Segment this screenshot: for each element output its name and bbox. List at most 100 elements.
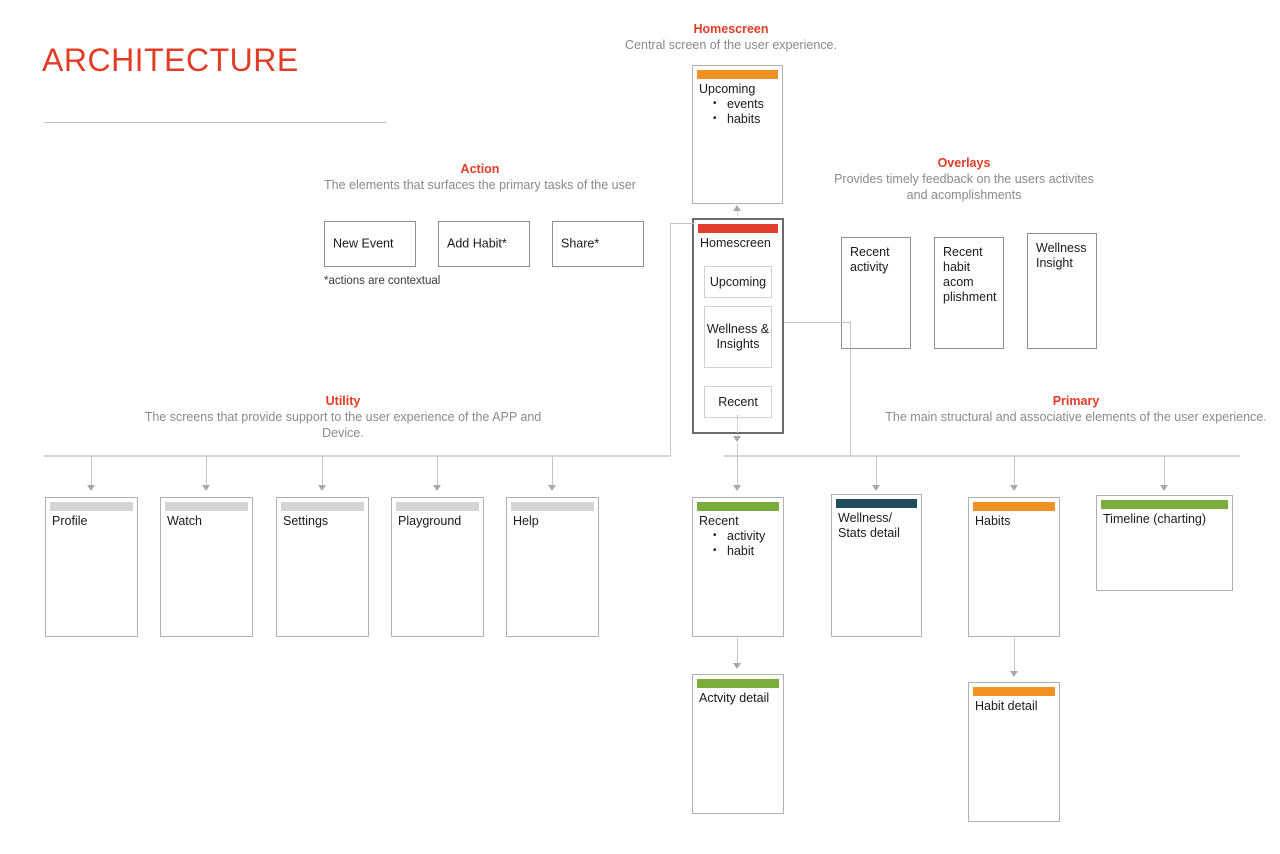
card-recent[interactable]: Recent activity habit — [692, 497, 784, 637]
card-title-watch: Watch — [167, 514, 202, 528]
card-bullets-upcoming: events habits — [699, 96, 778, 127]
connector-homescreen-to-upcoming — [737, 206, 738, 216]
card-title-upcoming: Upcoming — [699, 82, 756, 96]
card-playground[interactable]: Playground — [391, 497, 484, 637]
arrow-down-icon — [872, 485, 880, 491]
overlay-label: Recent habit acom plishment — [943, 245, 997, 304]
arrow-down-icon — [433, 485, 441, 491]
arrow-down-icon — [202, 485, 210, 491]
card-activity-detail[interactable]: Actvity detail — [692, 674, 784, 814]
overlay-box-wellness-insight[interactable]: Wellness Insight — [1027, 233, 1097, 349]
card-title-playground: Playground — [398, 514, 462, 528]
section-desc-homescreen: Central screen of the user experience. — [625, 38, 837, 52]
card-header-bar-red — [698, 224, 778, 233]
connector-homescreen-left-v — [670, 223, 671, 455]
section-desc-utility-line1: The screens that provide support to the … — [144, 410, 542, 424]
list-item: habit — [713, 543, 779, 559]
action-box-new-event[interactable]: New Event — [324, 221, 416, 267]
arrow-down-icon — [1010, 485, 1018, 491]
connector-to-timeline — [1164, 456, 1165, 486]
section-desc-primary: The main structural and associative elem… — [885, 410, 1267, 424]
card-title-habits: Habits — [975, 514, 1011, 528]
card-habit-detail[interactable]: Habit detail — [968, 682, 1060, 822]
arrow-down-icon — [1010, 671, 1018, 677]
connector-to-wellness-stats — [876, 456, 877, 486]
arrow-down-icon — [548, 485, 556, 491]
homescreen-menu-wellness-insights[interactable]: Wellness & Insights — [704, 306, 772, 368]
connector-habits-to-habit-detail — [1014, 638, 1015, 672]
overlay-box-recent-activity[interactable]: Recent activity — [841, 237, 911, 349]
list-item: habits — [713, 111, 778, 127]
card-title-profile: Profile — [52, 514, 88, 528]
section-desc-overlays-line2: and acomplishments — [906, 188, 1022, 202]
card-upcoming[interactable]: Upcoming events habits — [692, 65, 783, 204]
connector-wellness-right-v — [850, 322, 851, 455]
connector-homescreen-to-primary-rule — [737, 443, 738, 455]
card-header-bar-gray — [50, 502, 133, 511]
utility-distribution-rule — [44, 455, 671, 457]
page-title: ARCHITECTURE — [42, 42, 299, 78]
arrow-down-icon — [733, 663, 741, 669]
card-header-bar-orange — [973, 502, 1055, 511]
card-help[interactable]: Help — [506, 497, 599, 637]
card-header-bar-gray — [396, 502, 479, 511]
connector-homescreen-left-h — [670, 223, 694, 224]
arrow-down-icon — [318, 485, 326, 491]
connector-to-playground — [437, 456, 438, 486]
arrow-down-icon — [733, 436, 741, 442]
action-box-add-habit[interactable]: Add Habit* — [438, 221, 530, 267]
action-label: Share* — [561, 236, 600, 251]
card-title-settings: Settings — [283, 514, 329, 528]
card-header-bar-gray — [281, 502, 364, 511]
list-item: activity — [713, 528, 779, 544]
card-title-activity-detail: Actvity detail — [699, 691, 770, 705]
homescreen-menu-upcoming[interactable]: Upcoming — [704, 266, 772, 298]
card-title-wellness-stats: Wellness/ Stats detail — [838, 511, 900, 540]
card-header-bar-gray — [511, 502, 594, 511]
arrow-up-icon — [733, 205, 741, 211]
connector-recent-to-activity-detail — [737, 638, 738, 664]
section-title-utility: Utility — [325, 394, 361, 408]
card-header-bar-green — [697, 679, 779, 688]
section-desc-overlays-line1: Provides timely feedback on the users ac… — [834, 172, 1094, 186]
card-title-recent: Recent — [699, 514, 739, 528]
card-settings[interactable]: Settings — [276, 497, 369, 637]
overlay-label: Wellness Insight — [1036, 241, 1087, 270]
connector-wellness-right-h — [784, 322, 850, 323]
homescreen-menu-recent[interactable]: Recent — [704, 386, 772, 418]
card-watch[interactable]: Watch — [160, 497, 253, 637]
title-divider — [44, 122, 386, 123]
primary-distribution-rule — [724, 455, 1240, 457]
menu-label: Wellness & Insights — [706, 322, 770, 351]
card-wellness-stats-detail[interactable]: Wellness/ Stats detail — [831, 494, 922, 637]
action-label: New Event — [333, 236, 394, 251]
card-header-bar-green — [1101, 500, 1228, 509]
card-title-homescreen: Homescreen — [700, 236, 771, 250]
section-action-header: Action The elements that surfaces the pr… — [322, 161, 638, 193]
card-profile[interactable]: Profile — [45, 497, 138, 637]
action-footnote: *actions are contextual — [324, 275, 441, 287]
card-header-bar-orange — [973, 687, 1055, 696]
section-title-primary: Primary — [1052, 394, 1100, 408]
action-box-share[interactable]: Share* — [552, 221, 644, 267]
card-bullets-recent: activity habit — [699, 528, 779, 559]
list-item: events — [713, 96, 778, 112]
overlay-label: Recent activity — [850, 245, 890, 274]
card-title-timeline: Timeline (charting) — [1103, 512, 1207, 526]
card-header-bar-gray — [165, 502, 248, 511]
connector-homescreen-bottom — [737, 415, 738, 437]
section-title-action: Action — [460, 162, 500, 176]
card-homescreen[interactable]: Homescreen Upcoming Wellness & Insights … — [692, 218, 784, 434]
connector-to-profile — [91, 456, 92, 486]
arrow-down-icon — [733, 485, 741, 491]
connector-to-habits — [1014, 456, 1015, 486]
card-timeline-charting[interactable]: Timeline (charting) — [1096, 495, 1233, 591]
card-habits[interactable]: Habits — [968, 497, 1060, 637]
section-utility-header: Utility The screens that provide support… — [134, 393, 552, 441]
section-overlays-header: Overlays Provides timely feedback on the… — [818, 155, 1110, 203]
connector-to-recent — [737, 456, 738, 486]
overlay-box-recent-habit-accomplishment[interactable]: Recent habit acom plishment — [934, 237, 1004, 349]
card-header-bar-navy — [836, 499, 917, 508]
card-header-bar-green — [697, 502, 779, 511]
